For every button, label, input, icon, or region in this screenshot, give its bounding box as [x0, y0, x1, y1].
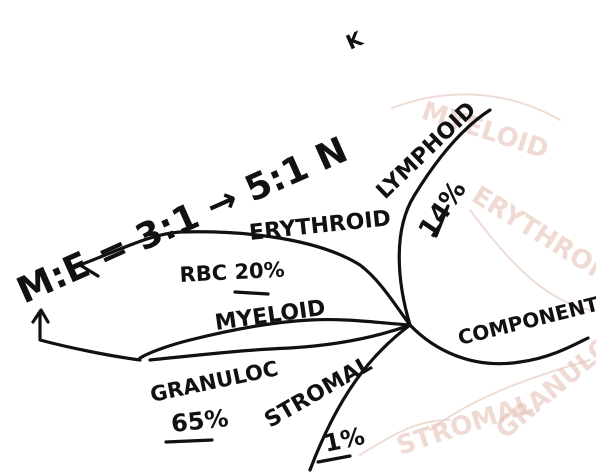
stromal-label: STROMAL — [261, 352, 377, 433]
stromal-underline — [316, 454, 352, 464]
granuloc-percent-label: 65% — [170, 404, 230, 438]
lymphoid-branch-line — [397, 108, 492, 327]
myeloid-label: MYELOID — [213, 296, 327, 336]
granuloc-branch-line — [148, 323, 412, 362]
rbc-percent-label: RBC 20% — [179, 258, 285, 287]
feedback-arrow-line — [38, 310, 142, 362]
lymphoid-underline — [434, 204, 450, 238]
erythroid-branch-line — [78, 230, 412, 327]
feedback-arrowhead — [31, 308, 50, 324]
diagram-lines — [31, 108, 590, 472]
erythroid-label: ERYTHROID — [248, 206, 392, 246]
components-branch-line — [408, 323, 590, 366]
granuloc-underline — [164, 438, 214, 444]
myeloid-branch-line — [138, 317, 412, 360]
bleed-through-layer: MYELOID ERYTHROID STROMAL GRANULOC — [359, 93, 596, 462]
ghost-stroke — [469, 209, 591, 311]
components-label: COMPONENTS — [455, 288, 596, 350]
rbc-underline — [233, 290, 270, 296]
ratio-connector-line — [78, 263, 100, 278]
stromal-branch-line — [308, 323, 412, 472]
ghost-stroke — [391, 93, 561, 121]
granuloc-label: GRANULOC — [148, 356, 280, 407]
ratio-note-suffix: K — [342, 26, 367, 55]
ghost-stroke — [359, 419, 451, 456]
